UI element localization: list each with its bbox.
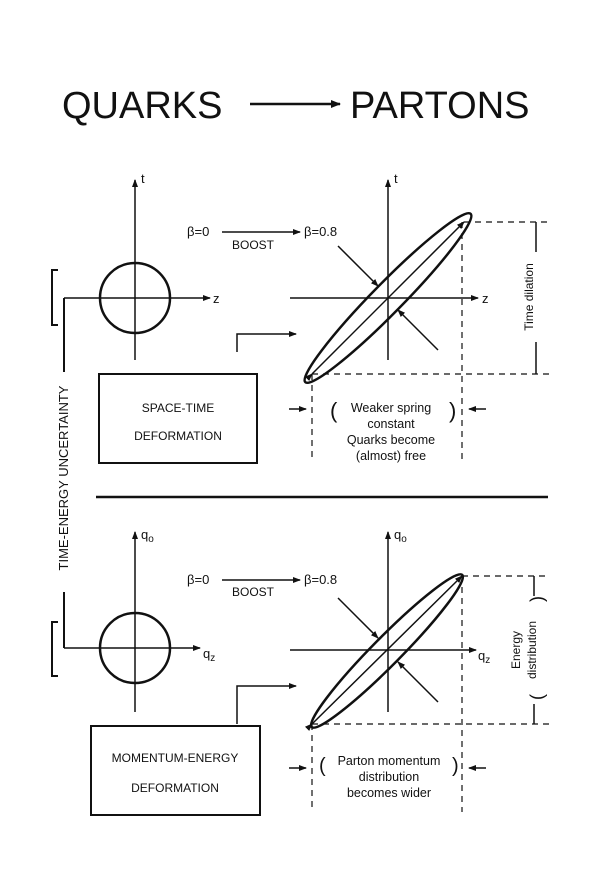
top-connector: [236, 331, 297, 352]
energy-paren-open: (: [527, 694, 547, 700]
top-beta-end: β=0.8: [304, 224, 337, 239]
bottom-boost-label: BOOST: [232, 585, 275, 599]
time-energy-uncertainty-label: TIME-ENERGY UNCERTAINTY: [56, 385, 71, 570]
bottom-note-paren-close: ): [452, 755, 459, 777]
space-time-box: [98, 373, 258, 464]
bottom-left-axis-qz: qz: [203, 646, 215, 664]
title-partons: PARTONS: [350, 85, 530, 127]
bottom-note-line3: becomes wider: [347, 786, 431, 800]
top-note-line4: (almost) free: [356, 449, 426, 463]
momentum-energy-box-line1: MOMENTUM-ENERGY: [112, 751, 239, 765]
momentum-energy-box-line2: DEFORMATION: [131, 781, 219, 795]
top-right-axis-z: z: [482, 291, 489, 306]
bottom-right-axis-qz: qz: [478, 648, 490, 666]
side-bracket: [51, 269, 65, 677]
top-boost-label: BOOST: [232, 238, 275, 252]
title-quarks: QUARKS: [62, 85, 222, 127]
top-note-line3: Quarks become: [347, 433, 435, 447]
bottom-beta-start: β=0: [187, 572, 209, 587]
top-note-line2: constant: [367, 417, 415, 431]
bottom-compress-arrow-2: [397, 661, 439, 703]
space-time-box-line2: DEFORMATION: [134, 429, 222, 443]
bottom-left-axis-q0: qo: [141, 527, 154, 545]
top-note-line1: Weaker spring: [351, 401, 431, 415]
bottom-note-line1: Parton momentum: [338, 754, 441, 768]
bottom-beta-end: β=0.8: [304, 572, 337, 587]
top-beta-start: β=0: [187, 224, 209, 239]
bottom-dashed-guides: [311, 575, 550, 812]
top-circle: [98, 261, 172, 335]
bottom-compress-arrow-1: [337, 597, 379, 639]
energy-distribution-label-1: Energy: [509, 631, 523, 669]
top-diagonal-major: [304, 221, 465, 382]
time-dilation-label-bg: [522, 252, 550, 342]
bottom-note-paren-open: (: [319, 755, 326, 777]
top-note-paren-open: (: [330, 398, 338, 423]
bottom-right-axis-q0: qo: [394, 527, 407, 545]
space-time-box-line1: SPACE-TIME: [142, 401, 214, 415]
top-right-axis-t: t: [394, 171, 398, 186]
top-note-paren-close: ): [449, 398, 456, 423]
energy-distribution-label-bg: [506, 596, 550, 704]
bottom-right-axes: [290, 531, 477, 712]
top-left-axis-z: z: [213, 291, 220, 306]
top-left-axes: [64, 179, 211, 360]
time-dilation-label: Time dilation: [522, 263, 536, 331]
top-left-axis-t: t: [141, 171, 145, 186]
momentum-energy-box: [90, 725, 261, 816]
top-compress-arrow-2: [397, 309, 439, 351]
energy-paren-close: ): [527, 596, 547, 602]
top-right-axes: [290, 179, 479, 360]
bottom-note-line2: distribution: [359, 770, 419, 784]
energy-distribution-label-2: distribution: [525, 621, 539, 679]
bottom-circle: [98, 611, 172, 685]
bottom-diagonal-major: [304, 575, 463, 732]
bottom-connector: [236, 683, 297, 724]
top-compress-arrow-1: [337, 245, 379, 287]
bottom-left-axes: [64, 531, 201, 712]
